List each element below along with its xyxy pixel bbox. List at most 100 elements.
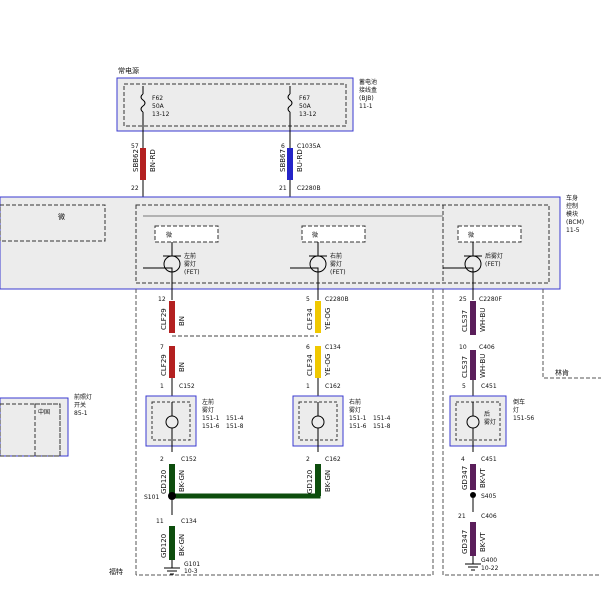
right-lamp-ref-1: 151-1 bbox=[349, 415, 367, 422]
relay-rear-name-2: (FET) bbox=[485, 261, 501, 268]
wire-clf34-b-circuit: CLF34 bbox=[306, 354, 314, 376]
relay-rear-micro: 微 bbox=[468, 231, 474, 239]
bjb-module bbox=[116, 77, 354, 132]
splice-s101-label: S101 bbox=[144, 494, 159, 501]
right-lamp-conn-c: C162 bbox=[325, 383, 341, 390]
wire-gd347-a-circuit: GD347 bbox=[461, 466, 469, 490]
headlamp-switch-china-frame bbox=[34, 403, 61, 457]
right-lamp-pin-b: 6 bbox=[306, 344, 310, 351]
left-lamp-ref-2: 151-4 bbox=[226, 415, 244, 422]
rear-lamp-conn-c: C451 bbox=[481, 383, 497, 390]
relay-left-name-2: 雾灯 bbox=[184, 260, 196, 268]
left-ground-conn: C152 bbox=[181, 456, 197, 463]
headlamp-switch-label-2: 开关 bbox=[74, 401, 86, 409]
right-bottom-conn: C2280B bbox=[297, 185, 321, 192]
relay-left-name-1: 左前 bbox=[184, 252, 196, 260]
right-ground-conn: C162 bbox=[325, 456, 341, 463]
relay-rear-micro-box bbox=[457, 225, 522, 243]
left-ground-pin: 2 bbox=[160, 456, 164, 463]
rear-fog-lamp bbox=[449, 395, 507, 447]
relay-right-path bbox=[290, 267, 319, 300]
bcm-module bbox=[0, 196, 561, 290]
ford-region-label: 福特 bbox=[109, 567, 123, 576]
wire-gd347-b-color: BK-VT bbox=[479, 531, 487, 552]
wire-cls37-a-color: WH-BU bbox=[479, 308, 487, 332]
splice-s405-dot bbox=[470, 492, 476, 498]
rear-lamp-pin-a: 25 bbox=[459, 296, 467, 303]
rear-lamp-conn-b: C406 bbox=[479, 344, 495, 351]
fuse-f67-id: F67 bbox=[299, 95, 310, 102]
wire-gd120-left-color: BK-GN bbox=[178, 470, 186, 492]
left-fog-lamp-inner bbox=[151, 401, 191, 441]
wire-sbb62 bbox=[140, 148, 146, 180]
ground-g101-ref: 10-3 bbox=[184, 568, 198, 575]
headlamp-switch-module bbox=[0, 397, 69, 457]
rear-ground-pin-b: 21 bbox=[458, 513, 466, 520]
right-lamp-ref-2: 151-4 bbox=[373, 415, 391, 422]
bcm-inner-frame bbox=[135, 204, 550, 284]
rear-lamp-inner-2: 雾灯 bbox=[484, 418, 496, 426]
left-lamp-name-2: 雾灯 bbox=[202, 406, 214, 414]
relay-left-micro-box bbox=[154, 225, 219, 243]
wire-gd347-a-color: BK-VT bbox=[479, 467, 487, 488]
wire-sbb67-circuit: SBB67 bbox=[279, 149, 287, 172]
wire-cls37-b-circuit: CLS37 bbox=[461, 356, 469, 378]
wire-cls37-a-circuit: CLS37 bbox=[461, 310, 469, 332]
right-top-conn: C1035A bbox=[297, 143, 321, 150]
wire-gd120-lower bbox=[169, 526, 175, 560]
lincoln-region-label: 林肯 bbox=[555, 368, 569, 377]
left-lamp-ref-1: 151-1 bbox=[202, 415, 220, 422]
splice-s101-dot bbox=[168, 492, 176, 500]
bcm-title-5: 11-5 bbox=[566, 227, 580, 234]
fuse-f67-symbol bbox=[287, 93, 293, 113]
bjb-title-3: (BJB) bbox=[359, 95, 374, 102]
relay-left-name-3: (FET) bbox=[184, 269, 200, 276]
wire-clf29-a-circuit: CLF29 bbox=[160, 308, 168, 330]
rear-lamp-conn-a: C2280F bbox=[479, 296, 502, 303]
bcm-title-3: 模块 bbox=[566, 210, 578, 218]
wire-gd120-left bbox=[169, 464, 175, 496]
fuse-f62-ref: 13-12 bbox=[152, 111, 170, 118]
wire-sbb67-color: BU-RD bbox=[296, 149, 304, 172]
right-top-pin: 6 bbox=[281, 143, 285, 150]
fuse-f67-rating: 50A bbox=[299, 103, 312, 110]
left-fog-lamp bbox=[145, 395, 197, 447]
wire-cls37-b-color: WH-BU bbox=[479, 354, 487, 378]
bcm-title-4: (BCM) bbox=[566, 219, 584, 226]
wire-clf29-a bbox=[169, 301, 175, 333]
wire-clf34-a-color: YE-OG bbox=[324, 308, 332, 331]
relay-left-path bbox=[143, 267, 173, 300]
bcm-micro-frame bbox=[0, 204, 106, 242]
rear-ground-conn-a: C451 bbox=[481, 456, 497, 463]
rear-lamp-name-1: 倒车 bbox=[513, 398, 525, 406]
left-top-pin: 57 bbox=[131, 143, 139, 150]
right-bottom-pin: 21 bbox=[279, 185, 287, 192]
relay-right-name-2: 雾灯 bbox=[330, 260, 342, 268]
ground-bus-wire bbox=[172, 480, 321, 499]
relay-right-micro-box bbox=[301, 225, 366, 243]
wire-gd120-right-circuit: GD120 bbox=[306, 470, 314, 494]
left-lamp-name-1: 左前 bbox=[202, 398, 214, 406]
wire-cls37-b bbox=[470, 350, 476, 380]
bjb-title-4: 11-1 bbox=[359, 103, 373, 110]
wire-gd120-lower-circuit: GD120 bbox=[160, 534, 168, 558]
bcm-title-1: 车身 bbox=[566, 194, 578, 202]
left-lamp-conn-c: C152 bbox=[179, 383, 195, 390]
wire-clf34-a-circuit: CLF34 bbox=[306, 308, 314, 330]
ford-region-frame bbox=[136, 289, 434, 576]
left-lamp-pin-c: 1 bbox=[160, 383, 164, 390]
wire-gd120-lower-color: BK-GN bbox=[178, 534, 186, 556]
bcm-title-2: 控制 bbox=[566, 202, 578, 210]
ground-lower-conn: C134 bbox=[181, 518, 197, 525]
bjb-inner-frame bbox=[123, 83, 347, 127]
right-lamp-conn-b: C134 bbox=[325, 344, 341, 351]
wire-sbb67 bbox=[287, 148, 293, 180]
right-lamp-ref-4: 151-8 bbox=[373, 423, 391, 430]
left-lamp-ref-4: 151-8 bbox=[226, 423, 244, 430]
wire-cls37-a bbox=[470, 301, 476, 335]
right-lamp-pin-a: 5 bbox=[306, 296, 310, 303]
headlamp-switch-ref: 85-1 bbox=[74, 410, 88, 417]
ground-lower-pin: 11 bbox=[156, 518, 164, 525]
wire-clf29-b-color: BN bbox=[178, 362, 186, 372]
